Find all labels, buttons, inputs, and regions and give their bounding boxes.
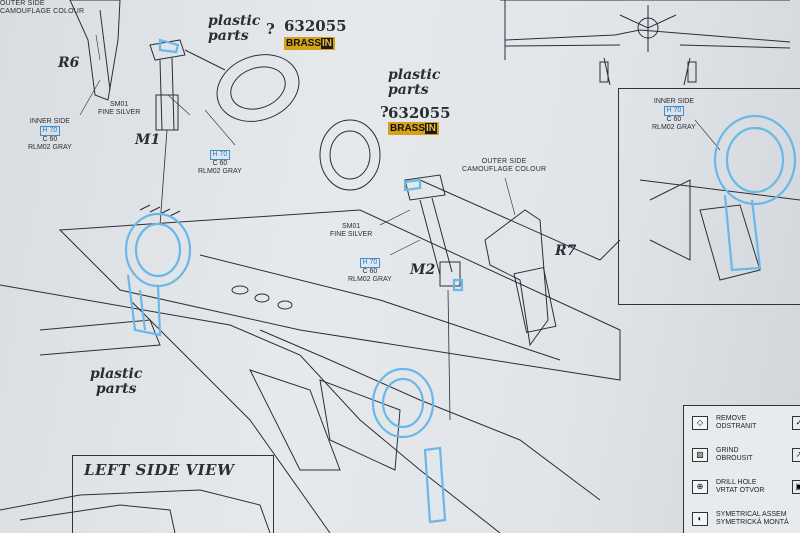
legend-line2: OBROUSIT [716, 455, 753, 462]
h70-code: H 70 [209, 150, 231, 160]
sm01-code: SM01 [341, 223, 361, 230]
brassin-text: BRASS [286, 38, 322, 49]
sm01-code: SM01 [109, 101, 129, 108]
brassin-logo-1: BRASSIN [284, 37, 336, 50]
legend-line2: VRTAT OTVOR [716, 487, 765, 494]
check-icon: ✓ [792, 416, 800, 430]
c60-code: C 60 [212, 160, 228, 167]
plastic-parts-label-3: plastic parts [90, 366, 143, 397]
plastic-parts-label-2: plastic parts [388, 67, 441, 98]
c60-code: C 60 [42, 136, 58, 143]
part-number-2: 632055 [388, 104, 451, 122]
question-mark-1: ? [266, 20, 275, 38]
drill-icon: ⊕ [692, 480, 708, 494]
left-side-view-heading: LEFT SIDE VIEW [84, 461, 235, 479]
rlm02-label: RLM02 GRAY [652, 124, 696, 131]
legend-line2: ODSTRANIT [716, 423, 757, 430]
plastic-parts-label-1: plastic parts [208, 13, 261, 44]
inner-side-callout-r6: INNER SIDE H 70 C 60 RLM02 GRAY [28, 118, 72, 152]
sm01-callout-m1: SM01 FINE SILVER [98, 101, 140, 117]
c60-code: C 60 [666, 116, 682, 123]
mirror-icon: ▣ [792, 480, 800, 494]
grind-icon: ▨ [692, 448, 708, 462]
legend-line1: GRIND [716, 447, 739, 454]
legend-line1: SYMETRICAL ASSEM [716, 511, 787, 518]
brassin-text: BRASS [390, 123, 426, 134]
h70-code: H 70 [359, 258, 381, 268]
detail-view-frame [618, 88, 800, 305]
c60-code: C 60 [362, 268, 378, 275]
h70-code: H 70 [39, 126, 61, 136]
part-ref-r7: R7 [555, 243, 577, 259]
outer-side-label-r7: OUTER SIDE CAMOUFLAGE COLOUR [462, 158, 547, 173]
symmetric-icon: ◐ [692, 512, 708, 526]
outer-side-label-r6: OUTER SIDE CAMOUFLAGE COLOUR [0, 0, 85, 15]
arrow-icon: ↗ [792, 448, 800, 462]
left-side-view-frame [72, 455, 274, 533]
fine-silver-label: FINE SILVER [330, 231, 373, 238]
part-ref-m1: M1 [135, 132, 161, 148]
h70-code: H 70 [663, 106, 685, 116]
brassin-in-text: IN [425, 123, 438, 134]
h70-callout-m1: H 70 C 60 RLM02 GRAY [198, 150, 242, 176]
h70-callout-m2: H 70 C 60 RLM02 GRAY [348, 258, 392, 284]
rlm02-label: RLM02 GRAY [348, 276, 392, 283]
sm01-callout-m2: SM01 FINE SILVER [330, 223, 372, 239]
legend-line1: REMOVE [716, 415, 747, 422]
legend-line1: DRILL HOLE [716, 479, 757, 486]
legend-line2: SYMETRICKÁ MONTÁ [716, 519, 789, 526]
inner-side-label: INNER SIDE [653, 98, 694, 105]
inner-side-callout-right: INNER SIDE H 70 C 60 RLM02 GRAY [652, 98, 696, 132]
fine-silver-label: FINE SILVER [98, 109, 141, 116]
brassin-in-text: IN [321, 38, 334, 49]
rlm02-label: RLM02 GRAY [198, 168, 242, 175]
part-number-1: 632055 [284, 17, 347, 35]
question-mark-2: ? [380, 103, 389, 121]
brassin-logo-2: BRASSIN [388, 122, 440, 135]
part-ref-m2: M2 [410, 262, 436, 278]
remove-icon: ◇ [692, 416, 708, 430]
inner-side-label: INNER SIDE [29, 118, 70, 125]
part-ref-r6: R6 [58, 55, 80, 71]
rlm02-label: RLM02 GRAY [28, 144, 72, 151]
